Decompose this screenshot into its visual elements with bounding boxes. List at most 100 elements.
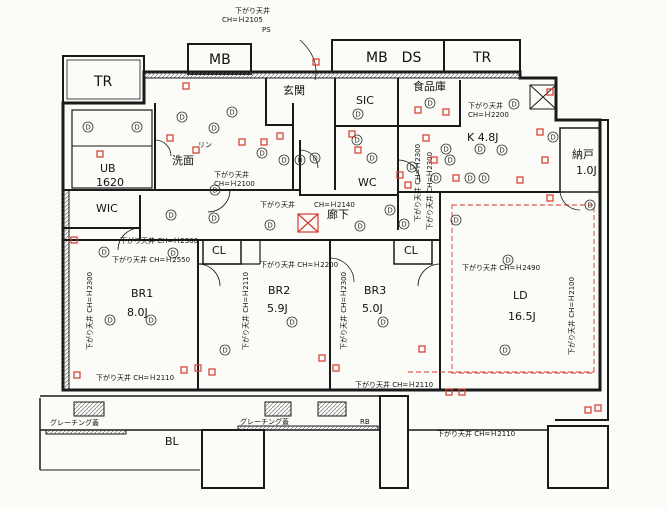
outlet-mark (546, 88, 554, 96)
light-fixture-mark: D (357, 223, 362, 231)
room-mb-ds: MB DS (366, 50, 421, 66)
light-fixture-mark: D (259, 150, 264, 158)
light-fixture: D (406, 161, 418, 173)
light-fixture-mark: D (148, 317, 153, 325)
light-fixture-mark: D (134, 124, 139, 132)
light-fixture: D (256, 147, 268, 159)
note-rouka-label: 下がり天井 (260, 200, 295, 209)
outlet-mark (70, 236, 78, 244)
room-tr-left: TR (93, 74, 113, 90)
light-fixture-mark: D (211, 215, 216, 223)
room-br1: BR1 (131, 287, 153, 300)
light-fixture-mark: D (267, 222, 272, 230)
outlet-mark (180, 366, 188, 374)
note-senmen-label: 下がり天井 (214, 170, 249, 179)
light-fixture-mark: D (467, 175, 472, 183)
room-sic: SIC (356, 94, 374, 107)
light-fixture: D (278, 154, 290, 166)
room-genkan: 玄関 (283, 83, 305, 97)
light-fixture: D (366, 152, 378, 164)
ceiling-notes: 下がり天井 CH=Ｈ2300 下がり天井 CH=Ｈ2550 下がり天井 CH=Ｈ… (85, 101, 576, 438)
light-fixture-mark: D (453, 217, 458, 225)
room-kitchen: K 4.8J (467, 131, 498, 144)
top-note-line-1: 下がり天井 (235, 6, 270, 15)
outlet-mark (208, 368, 216, 376)
light-fixture: D (176, 111, 188, 123)
light-fixture: D (474, 143, 486, 155)
grating-label-1: グレーチング蓋 (50, 418, 99, 427)
room-rouka: 廊下 (327, 207, 349, 221)
light-fixture-mark: D (168, 212, 173, 220)
light-fixture-mark: D (380, 319, 385, 327)
outlet-mark (318, 354, 326, 362)
light-fixture-mark: D (409, 164, 414, 172)
light-fixture-mark: D (477, 146, 482, 154)
outlet-mark (276, 132, 284, 140)
light-fixture-mark: D (85, 124, 90, 132)
light-fixture: D (508, 98, 520, 110)
note-wic: 下がり天井 CH=Ｈ2300 (120, 236, 198, 245)
light-fixture: D (226, 106, 238, 118)
light-fixture: D (424, 97, 436, 109)
light-fixture-mark: D (511, 101, 516, 109)
outlet-mark (192, 146, 200, 154)
light-fixture: D (444, 154, 456, 166)
rin-label: リン (198, 141, 212, 149)
room-wic: WIC (96, 202, 118, 215)
room-senmen: 洗面 (172, 154, 194, 167)
outlet-mark (348, 130, 356, 138)
outlet-mark (516, 176, 524, 184)
outlet-mark (541, 156, 549, 164)
light-fixture-mark: D (101, 249, 106, 257)
light-fixture: D (98, 246, 110, 258)
light-fixture: D (209, 184, 221, 196)
outlet-mark (422, 134, 430, 142)
light-fixture-mark: D (312, 155, 317, 163)
light-fixture-mark: D (433, 175, 438, 183)
outlet-mark (546, 194, 554, 202)
light-fixture-mark: D (297, 157, 302, 165)
room-ub: UB (100, 162, 116, 175)
top-note-line-3: PS (262, 26, 271, 34)
light-fixture-mark: D (499, 147, 504, 155)
light-fixture: D (286, 316, 298, 328)
outlet-mark (414, 106, 422, 114)
kitchen-x-box (529, 84, 557, 110)
room-ld: LD (513, 289, 528, 302)
light-fixture-mark: D (212, 187, 217, 195)
light-fixture-mark: D (401, 221, 406, 229)
light-fixture: D (478, 172, 490, 184)
note-br3-bottom: 下がり天井 CH=Ｈ2110 (355, 380, 433, 389)
light-fixture: D (309, 152, 321, 164)
note-rouka-right: 下がり天井 CH=Ｈ2300 (425, 152, 434, 230)
light-fixture: D (208, 122, 220, 134)
light-fixture-mark: D (170, 250, 175, 258)
outlet-mark (332, 364, 340, 372)
outlet-mark (452, 174, 460, 182)
note-br1-bottom: 下がり天井 CH=Ｈ2110 (96, 373, 174, 382)
room-labels: TR MB MB DS TR 玄関 SIC 食品庫 K 4.8J 納戸 1.0J… (50, 50, 597, 448)
note-br1-left: 下がり天井 CH=Ｈ2300 (85, 272, 94, 350)
light-fixture-mark: D (447, 157, 452, 165)
room-br2-size: 5.9J (267, 302, 288, 315)
rb-label: RB (360, 418, 370, 426)
outlet-mark (96, 150, 104, 158)
outlet-mark (418, 345, 426, 353)
light-fixture: D (430, 172, 442, 184)
outlet-mark (194, 364, 202, 372)
light-fixture: D (354, 220, 366, 232)
light-fixture: D (398, 218, 410, 230)
outlet-mark (73, 371, 81, 379)
light-fixture: D (351, 134, 363, 146)
outlet-mark (238, 138, 246, 146)
light-fixture: D (440, 143, 452, 155)
interior-walls (63, 78, 601, 390)
note-ld-top: 下がり天井 CH=Ｈ2490 (462, 263, 540, 272)
outlet-mark (182, 82, 190, 90)
note-br2-side: 下がり天井 CH=Ｈ2110 (241, 272, 250, 350)
light-fixture: D (104, 314, 116, 326)
light-fixture-mark: D (505, 257, 510, 265)
room-br3-size: 5.0J (362, 302, 383, 315)
light-fixture: D (352, 108, 364, 120)
